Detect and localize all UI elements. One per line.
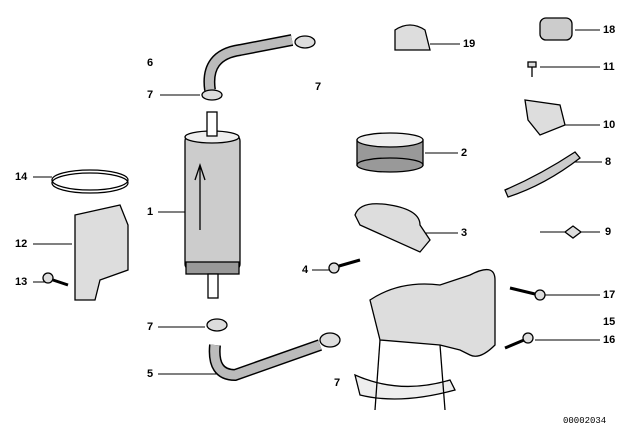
label-1: 1	[147, 206, 154, 218]
label-14: 14	[15, 171, 28, 183]
label-6: 6	[147, 57, 154, 69]
label-7: 7	[147, 321, 154, 333]
support-bracket	[74, 204, 129, 301]
mounting-bracket	[369, 268, 496, 357]
label-3: 3	[461, 227, 468, 239]
label-11: 11	[603, 61, 615, 73]
label-4: 4	[302, 264, 309, 276]
label-9: 9	[605, 226, 612, 238]
rubber-grommet	[539, 17, 573, 41]
fuel-filter	[184, 111, 241, 299]
bolt-17	[509, 286, 546, 301]
rubber-ring	[356, 132, 424, 173]
hose-clamp	[294, 35, 316, 49]
label-7: 7	[315, 81, 322, 93]
screw-11	[527, 61, 537, 77]
strap-8	[504, 151, 581, 198]
label-17: 17	[603, 289, 616, 301]
label-13: 13	[15, 276, 28, 288]
label-18: 18	[603, 24, 616, 36]
bolt-13	[42, 272, 69, 287]
bolt-4	[328, 258, 361, 274]
label-5: 5	[147, 368, 154, 380]
clip-19	[394, 24, 431, 51]
hose-clamp	[201, 89, 223, 101]
label-2: 2	[461, 147, 468, 159]
band-clamp	[51, 169, 129, 191]
label-10: 10	[603, 119, 616, 131]
bolt-16	[504, 332, 534, 350]
clip-9	[563, 225, 583, 239]
label-16: 16	[603, 334, 616, 346]
label-8: 8	[605, 156, 612, 168]
clamp-bracket	[354, 203, 431, 253]
hose-clamp	[319, 332, 341, 348]
label-12: 12	[15, 238, 28, 250]
label-7: 7	[147, 89, 154, 101]
label-7: 7	[334, 377, 341, 389]
diagram-code: 00002034	[563, 416, 607, 426]
holder-10	[524, 99, 566, 136]
hose-clamp	[206, 318, 228, 332]
label-15: 15	[603, 316, 616, 328]
label-19: 19	[463, 38, 476, 50]
